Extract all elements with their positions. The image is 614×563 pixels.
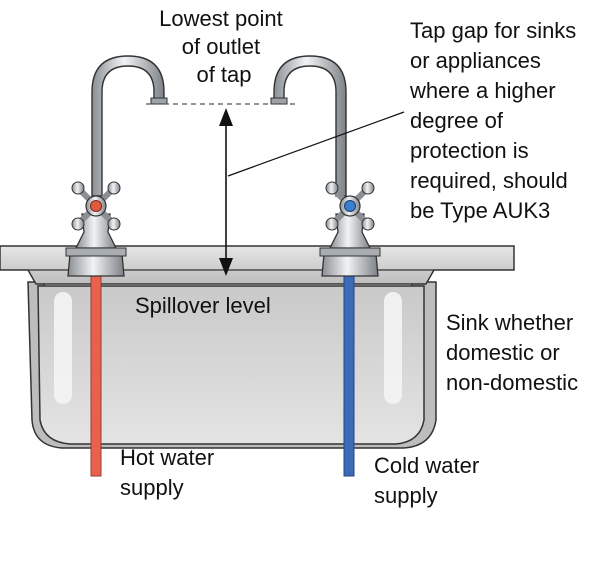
tap-gap-line: required, should bbox=[410, 168, 568, 193]
cold-water-pipe bbox=[343, 275, 355, 477]
sink-label-line: domestic or bbox=[446, 340, 560, 365]
tap-gap-arrow bbox=[219, 108, 233, 276]
hot-tap-handle bbox=[71, 181, 121, 231]
cold-water-supply-label: Cold water supply bbox=[374, 453, 485, 508]
sink-basin bbox=[27, 281, 437, 449]
tap-gap-line: where a higher bbox=[409, 78, 556, 103]
tap-gap-line: protection is bbox=[410, 138, 529, 163]
cold-tap bbox=[270, 55, 381, 277]
tap-gap-line: be Type AUK3 bbox=[410, 198, 550, 223]
lowest-point-line: of tap bbox=[196, 62, 251, 87]
sink-label: Sink whether domestic or non-domestic bbox=[446, 310, 579, 395]
sink-label-line: non-domestic bbox=[446, 370, 578, 395]
tap-gap-line: Tap gap for sinks bbox=[410, 18, 576, 43]
cold-tap-handle bbox=[325, 181, 375, 231]
tap-gap-leader-line bbox=[227, 111, 405, 177]
lowest-point-line: Lowest point bbox=[159, 6, 283, 31]
spillover-level-label: Spillover level bbox=[135, 293, 271, 318]
hot-water-supply-label: Hot water supply bbox=[120, 445, 220, 500]
lowest-point-line: of outlet bbox=[182, 34, 260, 59]
lowest-point-label: Lowest point of outlet of tap bbox=[159, 6, 289, 87]
sink-label-line: Sink whether bbox=[446, 310, 573, 335]
tap-gap-line: degree of bbox=[410, 108, 504, 133]
tap-gap-line: or appliances bbox=[410, 48, 541, 73]
hot-tap bbox=[65, 55, 168, 277]
hot-water-label-line: supply bbox=[120, 475, 184, 500]
hot-water-pipe bbox=[90, 275, 102, 477]
tap-gap-label: Tap gap for sinks or appliances where a … bbox=[409, 18, 582, 223]
cold-water-label-line: supply bbox=[374, 483, 438, 508]
cold-water-label-line: Cold water bbox=[374, 453, 479, 478]
hot-water-label-line: Hot water bbox=[120, 445, 214, 470]
